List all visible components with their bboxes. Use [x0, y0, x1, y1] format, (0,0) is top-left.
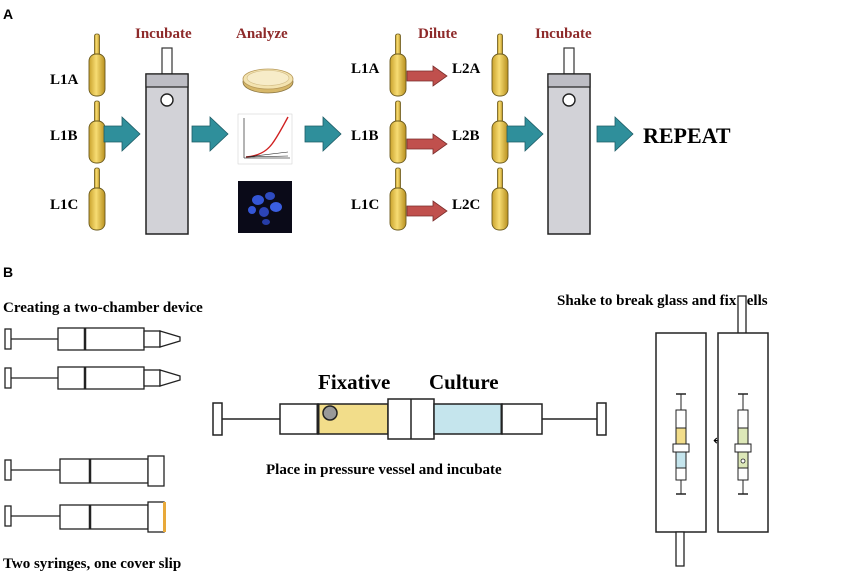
syringe-with-needle-icon-2 [4, 366, 181, 390]
pressure-vessel-icon-1 [655, 332, 707, 567]
growth-curve-plot-icon [237, 113, 293, 165]
shake-caption: Shake to break glass and fix cells [557, 293, 768, 309]
tube-label-l1a-mid: L1A [351, 61, 380, 77]
pressure-vessel-icon-2 [717, 295, 769, 533]
step-label-analyze: Analyze [236, 26, 288, 42]
red-arrow-icon-a [406, 65, 448, 87]
tube-label-l1c-mid: L1C [351, 197, 379, 213]
tube-icon-l1c-left [88, 167, 106, 231]
microscopy-image-icon [238, 181, 292, 233]
culture-label: Culture [429, 370, 499, 394]
open-syringe-icon-2 [4, 501, 165, 533]
two-chamber-device [212, 398, 607, 440]
red-arrow-icon-c [406, 200, 448, 222]
open-syringe-icon-1 [4, 455, 165, 487]
step-label-incubate-1: Incubate [135, 26, 192, 42]
two-syringes-caption: Two syringes, one cover slip [3, 556, 181, 572]
tube-label-l2b: L2B [452, 128, 480, 144]
tube-icon-l1c-mid [389, 167, 407, 231]
step-label-incubate-2: Incubate [535, 26, 592, 42]
teal-arrow-icon-5 [596, 116, 634, 152]
tube-icon-l1b-mid [389, 100, 407, 164]
tube-icon-l1a-mid [389, 33, 407, 97]
tube-icon-l1b-left [88, 100, 106, 164]
teal-arrow-icon-4 [506, 116, 544, 152]
petri-dish-icon [242, 68, 294, 94]
teal-arrow-icon-2 [191, 116, 229, 152]
creating-device-caption: Creating a two-chamber device [3, 300, 203, 316]
cover-slip-icon [163, 502, 166, 532]
glass-bead-icon [322, 405, 338, 421]
panel-b-label: B [3, 264, 13, 280]
incubation-vessel-icon-2 [547, 47, 591, 235]
tube-label-l2c: L2C [452, 197, 480, 213]
syringe-with-needle-icon-1 [4, 327, 181, 351]
tube-icon-l2a [491, 33, 509, 97]
repeat-label: REPEAT [643, 123, 731, 148]
tube-icon-l1a-left [88, 33, 106, 97]
tube-icon-l2c [491, 167, 509, 231]
tube-label-l1a-left: L1A [50, 72, 79, 88]
tube-label-l2a: L2A [452, 61, 481, 77]
panel-a-label: A [3, 6, 13, 22]
culture-chamber [433, 403, 503, 435]
pressure-vessel-caption: Place in pressure vessel and incubate [266, 462, 502, 478]
tube-label-l1c-left: L1C [50, 197, 78, 213]
tube-label-l1b-left: L1B [50, 128, 78, 144]
step-label-dilute: Dilute [418, 26, 458, 42]
teal-arrow-icon-3 [304, 116, 342, 152]
red-arrow-icon-b [406, 133, 448, 155]
fixative-label: Fixative [318, 370, 390, 394]
tube-label-l1b-mid: L1B [351, 128, 379, 144]
teal-arrow-icon-1 [103, 116, 141, 152]
tube-icon-l2b [491, 100, 509, 164]
incubation-vessel-icon-1 [145, 47, 189, 235]
